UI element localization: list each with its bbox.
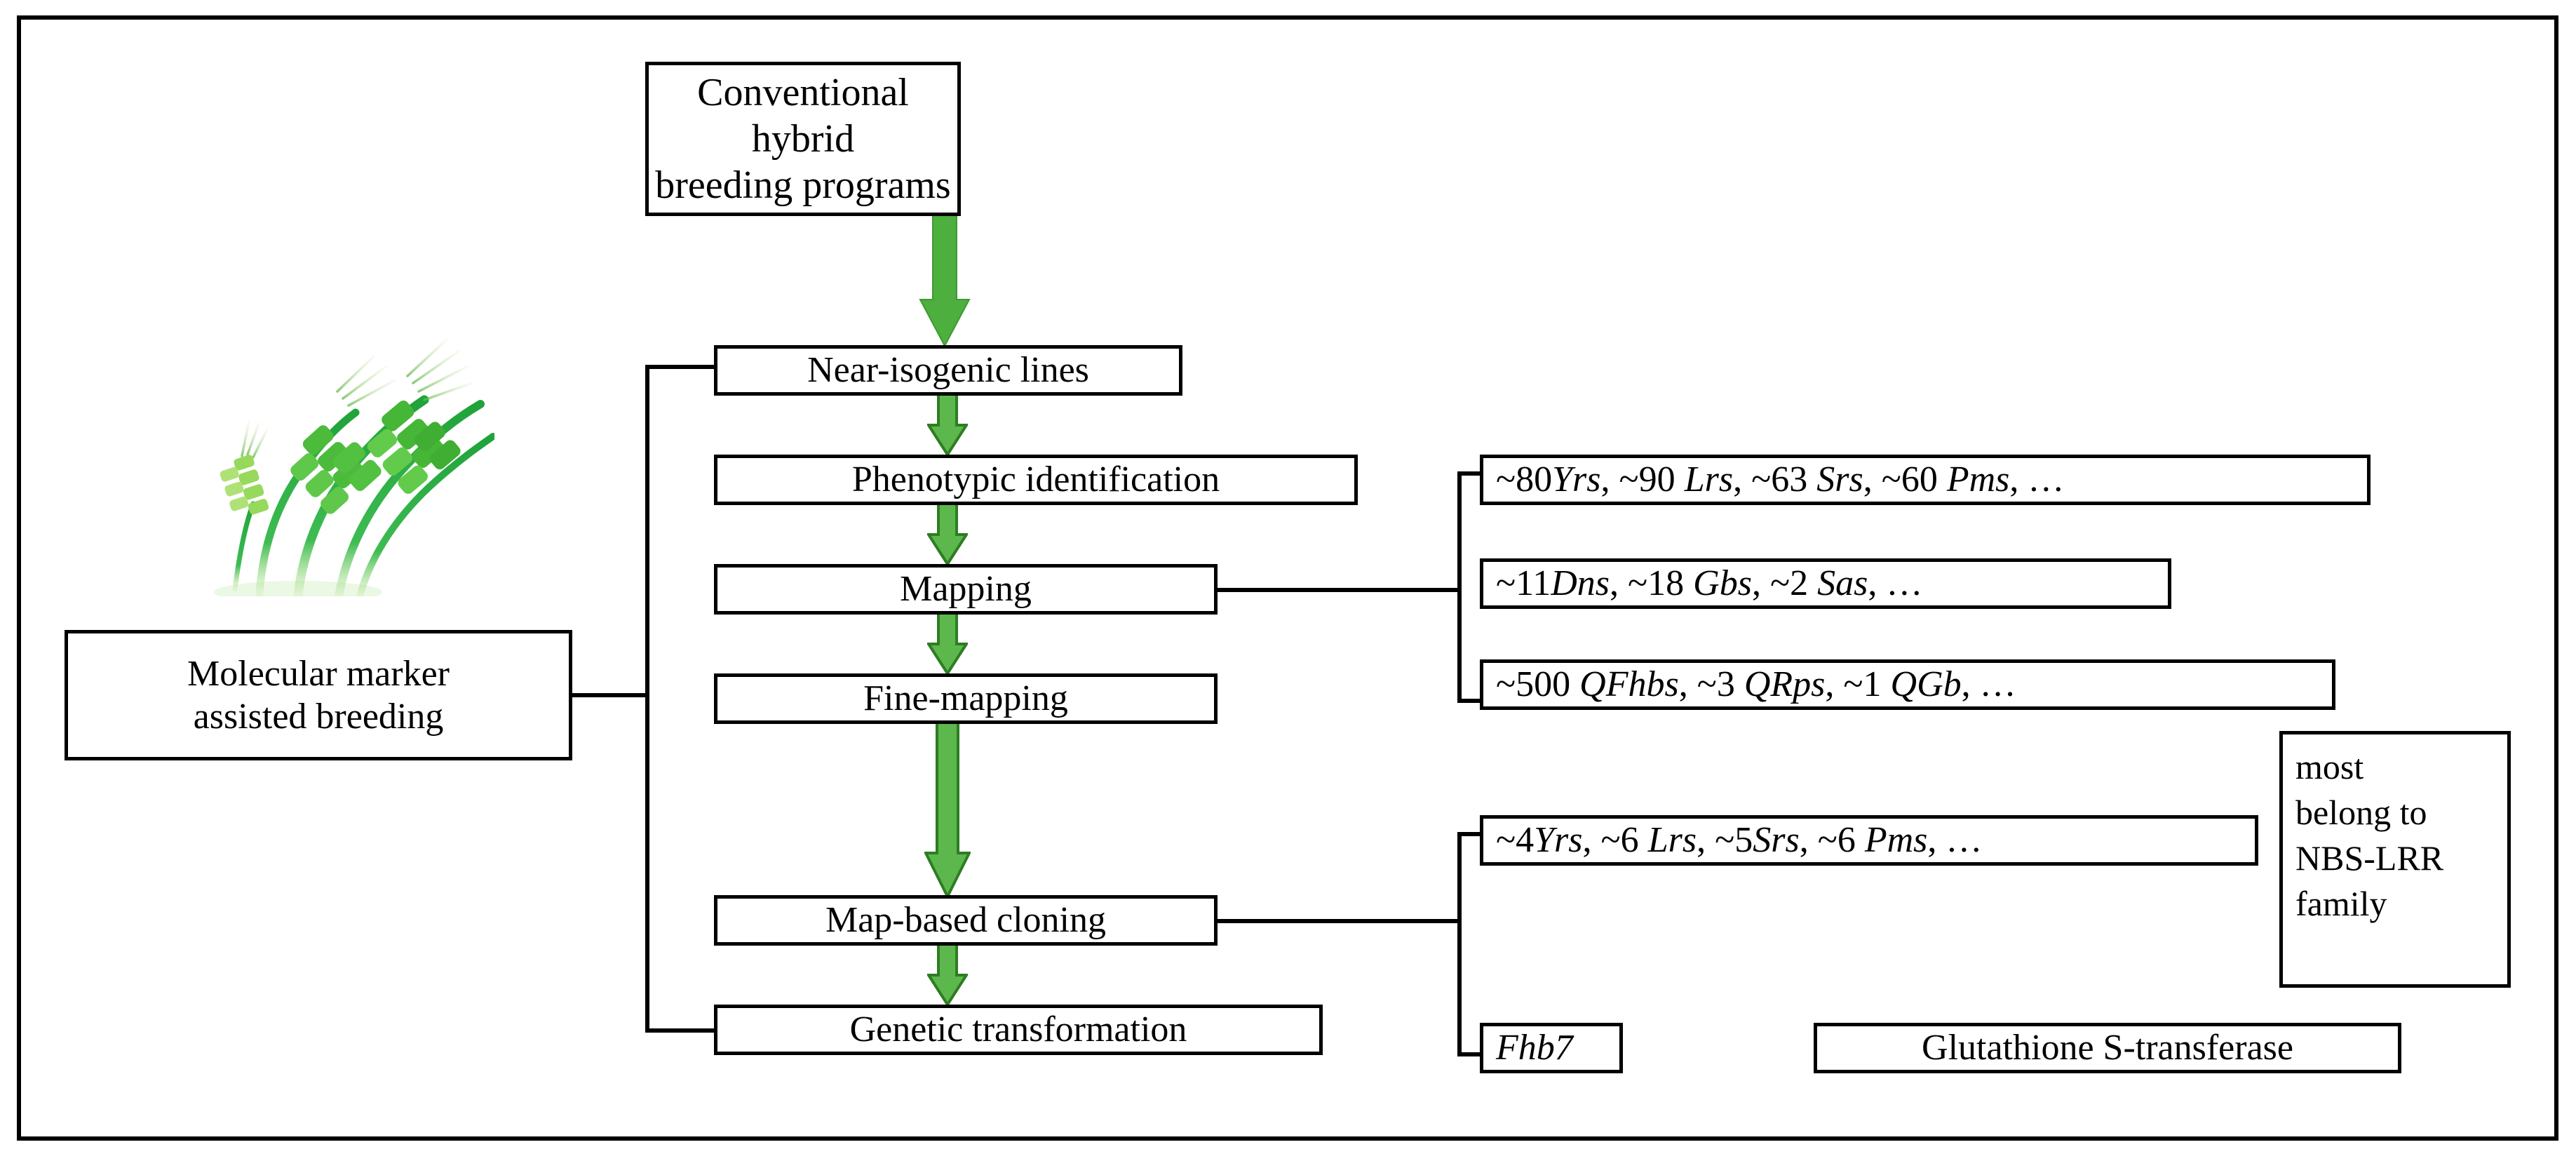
cloning-output-0-text: ~4Yrs, ~6 Lrs, ~5Srs, ~6 Pms, … [1496, 820, 1983, 861]
node-map-based-cloning[interactable]: Map-based cloning [714, 895, 1218, 946]
flow-arrow-4-icon [927, 613, 968, 675]
flow-arrow-6-icon [927, 944, 968, 1006]
connector-mapping-bracket-vertical [1457, 471, 1462, 703]
green-wheat-stalks-illustration [193, 316, 494, 596]
connector-cloning-bracket-top [1457, 832, 1487, 836]
connector-mapping-bracket-bottom [1457, 699, 1487, 703]
mapping-output-0-text: ~80Yrs, ~90 Lrs, ~63 Srs, ~60 Pms, … [1496, 459, 2065, 500]
node-mapping-output-other-genes[interactable]: ~11Dns, ~18 Gbs, ~2 Sas, … [1480, 558, 2171, 609]
node-near-isogenic-lines[interactable]: Near-isogenic lines [714, 345, 1182, 396]
node-conventional-hybrid-breeding-programs[interactable]: Conventional hybrid breeding programs [645, 62, 961, 216]
connector-cloning-bracket-bottom [1457, 1052, 1487, 1056]
flow-arrow-3-icon [927, 504, 968, 565]
connector-mapping-stub [1215, 588, 1462, 592]
node-glutathione-s-transferase[interactable]: Glutathione S-transferase [1814, 1023, 2401, 1073]
node-cloning-output-resistance-genes[interactable]: ~4Yrs, ~6 Lrs, ~5Srs, ~6 Pms, … [1480, 815, 2258, 866]
node-cloning-output-fhb7[interactable]: Fhb7 [1480, 1023, 1623, 1073]
connector-molecular-marker-stub [571, 693, 649, 697]
node-mapping-output-qtls[interactable]: ~500 QFhbs, ~3 QRps, ~1 QGb, … [1480, 659, 2335, 710]
mapping-output-2-text: ~500 QFhbs, ~3 QRps, ~1 QGb, … [1496, 664, 2016, 705]
node-mapping-output-resistance-genes[interactable]: ~80Yrs, ~90 Lrs, ~63 Srs, ~60 Pms, … [1480, 455, 2371, 505]
connector-cloning-bracket-vertical [1457, 832, 1462, 1056]
cloning-output-1-text: Fhb7 [1496, 1028, 1573, 1068]
flow-arrow-2-icon [927, 394, 968, 456]
connector-mapping-bracket-top [1457, 471, 1487, 476]
node-molecular-marker-assisted-breeding[interactable]: Molecular marker assisted breeding [65, 630, 572, 760]
mapping-output-1-text: ~11Dns, ~18 Gbs, ~2 Sas, … [1496, 563, 1923, 604]
node-genetic-transformation[interactable]: Genetic transformation [714, 1005, 1323, 1055]
node-phenotypic-identification[interactable]: Phenotypic identification [714, 455, 1358, 505]
connector-left-bracket-vertical [645, 365, 649, 1033]
flow-arrow-1-icon [919, 214, 971, 347]
node-mapping[interactable]: Mapping [714, 564, 1218, 615]
connector-left-bracket-top [645, 365, 718, 369]
node-nbs-lrr-family-note[interactable]: most belong to NBS-LRR family [2279, 731, 2511, 988]
connector-left-bracket-bottom [645, 1028, 718, 1033]
node-fine-mapping[interactable]: Fine-mapping [714, 673, 1218, 724]
connector-cloning-stub [1215, 919, 1462, 923]
figure-outer-frame [17, 15, 2558, 1141]
flow-arrow-5-icon [924, 721, 971, 898]
